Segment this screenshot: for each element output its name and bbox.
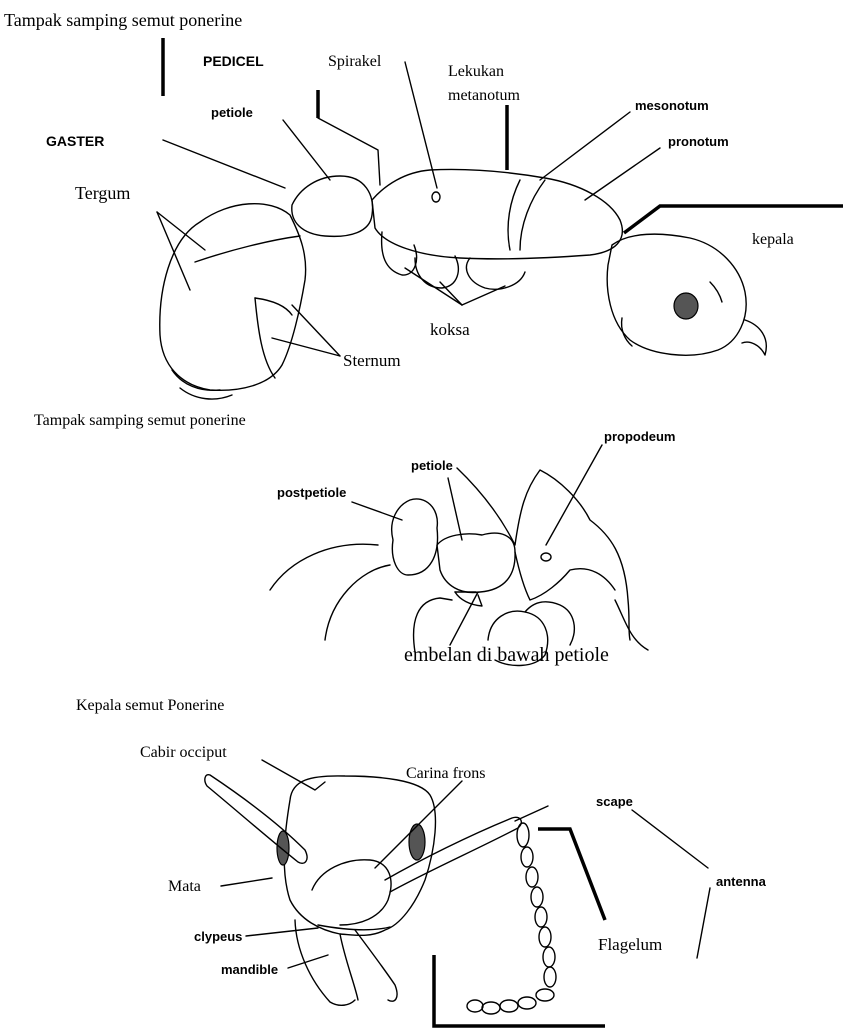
propodeum-pointer: [546, 445, 602, 545]
label-clypeus: clypeus: [194, 929, 242, 944]
label-tembelan: embelan di bawah petiole: [404, 644, 609, 666]
label-koksa: koksa: [430, 320, 470, 339]
label-scape: scape: [596, 794, 633, 809]
label-petiole: petiole: [211, 105, 253, 120]
label-petiole-detail: petiole: [411, 458, 453, 473]
scape-pointer: [515, 806, 548, 821]
tembelan-pointer: [450, 592, 478, 645]
antenna-pointer-top: [632, 810, 708, 868]
antenna-pointer-bottom: [697, 888, 710, 958]
flagelum-bracket-bottom: [434, 955, 605, 1026]
tergum-pointer-2: [157, 212, 190, 290]
tergum-pointer-1: [157, 212, 205, 250]
sternum-pointer-2: [272, 338, 340, 356]
label-mesonotum: mesonotum: [635, 98, 709, 113]
pedicel-panel-title: Tampak samping semut ponerine: [34, 412, 246, 429]
label-antenna: antenna: [716, 874, 767, 889]
side-view-title: Tampak samping semut ponerine: [4, 10, 242, 30]
label-pedicel: PEDICEL: [203, 53, 264, 69]
label-cabir-occiput: Cabir occiput: [140, 744, 227, 761]
label-pronotum: pronotum: [668, 134, 729, 149]
label-gaster: GASTER: [46, 133, 104, 149]
flagelum-bracket-top: [538, 829, 605, 920]
clypeus-pointer: [246, 928, 318, 936]
label-propodeum: propodeum: [604, 429, 676, 444]
pronotum-pointer: [585, 148, 660, 200]
koksa-pointer-1: [405, 268, 462, 305]
label-sternum: Sternum: [343, 351, 401, 370]
head-panel: Kepala semut Ponerine: [76, 697, 767, 1026]
label-mandible: mandible: [221, 962, 278, 977]
pedicel-pointer: [318, 118, 380, 185]
flagellum-segments: [467, 823, 556, 1014]
label-metanotum: metanotum: [448, 87, 521, 104]
pedicel-panel: Tampak samping semut ponerine propodeum …: [34, 412, 676, 666]
ant-side-drawing: [160, 169, 767, 399]
mata-pointer: [221, 878, 272, 886]
label-spirakel: Spirakel: [328, 53, 382, 70]
label-tergum: Tergum: [75, 183, 130, 203]
sternum-pointer-1: [292, 305, 340, 356]
label-mata: Mata: [168, 878, 201, 895]
kepala-marker: [624, 206, 843, 233]
gaster-pointer: [163, 140, 285, 188]
label-kepala: kepala: [752, 231, 794, 248]
label-carina-frons: Carina frons: [406, 765, 486, 782]
head-panel-title: Kepala semut Ponerine: [76, 697, 224, 714]
mesonotum-pointer: [540, 112, 630, 180]
koksa-pointer-3: [462, 286, 505, 305]
spirakel-pointer: [405, 62, 437, 188]
petiole-detail-pointer: [448, 478, 462, 540]
cabir-occiput-pointer: [262, 760, 325, 790]
side-view-panel: Tampak samping semut ponerine: [4, 10, 843, 399]
postpetiole-pointer: [352, 502, 402, 520]
label-flagelum: Flagelum: [598, 935, 662, 954]
label-postpetiole: postpetiole: [277, 485, 346, 500]
label-lekukan: Lekukan: [448, 63, 504, 80]
petiole-pointer: [283, 120, 330, 180]
head-drawing: [205, 775, 556, 1014]
mandible-pointer: [288, 955, 328, 968]
